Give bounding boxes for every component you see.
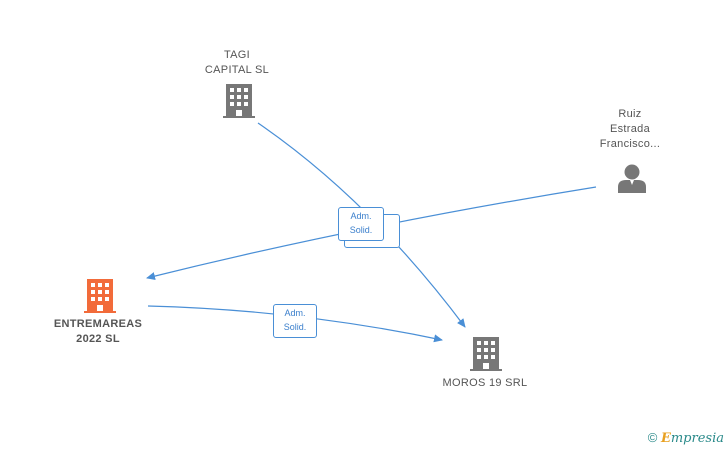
node-label-entremareas[interactable]: ENTREMAREAS 2022 SL (53, 318, 143, 345)
edge-label-adm-solid[interactable]: Adm. Solid. (338, 207, 384, 241)
node-label-tagi-capital[interactable]: TAGI CAPITAL SL (204, 49, 270, 76)
node-label-ruiz-estrada[interactable]: Ruiz Estrada Francisco... (599, 108, 661, 150)
edge-label-line1: Adm. (284, 308, 306, 318)
edge-label-line2: Solid. (349, 225, 373, 235)
building-icon[interactable] (223, 84, 255, 118)
edge-label-adm-solid[interactable]: Adm. Solid. (273, 304, 317, 338)
building-icon[interactable] (84, 279, 116, 313)
node-label-moros-19[interactable]: MOROS 19 SRL (442, 377, 528, 389)
brand-name: mpresia (670, 431, 724, 446)
building-icon[interactable] (470, 337, 502, 371)
copyright-symbol: © (647, 430, 658, 445)
edge-label-line2: Solid. (283, 322, 307, 332)
edge-label-line1: Adm. (350, 211, 372, 221)
footer-brand: © Empresia (648, 430, 724, 446)
brand-initial: E (660, 431, 671, 446)
person-icon[interactable] (617, 163, 647, 193)
